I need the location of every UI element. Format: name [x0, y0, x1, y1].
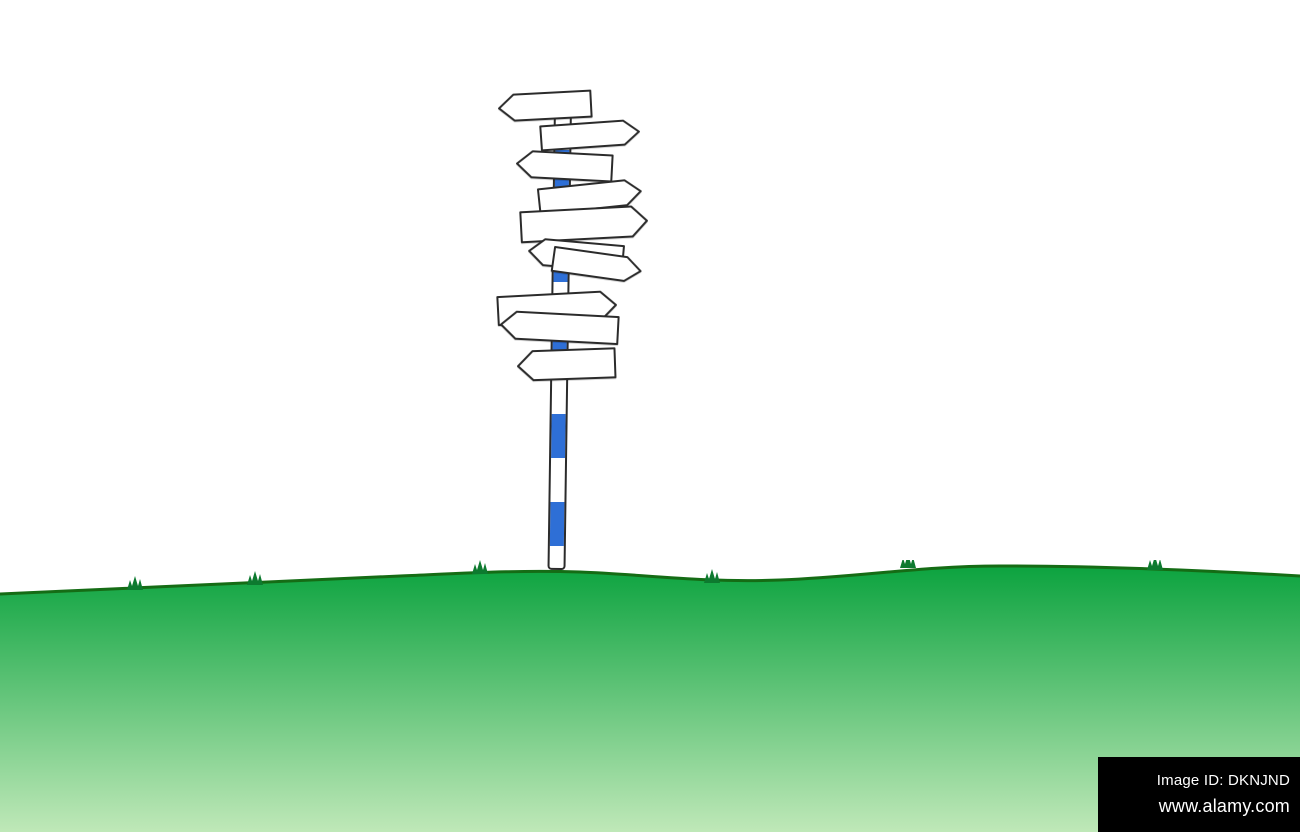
grass-tuft [472, 560, 488, 574]
grass-surface [0, 566, 1300, 832]
sign-arrow-shape [519, 205, 648, 244]
alamy-watermark: Image ID: DKNJND www.alamy.com [1098, 757, 1300, 832]
grass-hill [0, 560, 1300, 832]
grass-tuft [1147, 560, 1163, 570]
grass-horizon-line [0, 564, 1300, 596]
blank-direction-sign [519, 205, 648, 244]
grass-tuft [900, 560, 916, 568]
blank-direction-sign [527, 237, 625, 274]
blank-direction-sign [497, 89, 593, 123]
watermark-url: www.alamy.com [1158, 796, 1290, 816]
grass-tuft [704, 569, 720, 583]
watermark-image-id: Image ID: DKNJND [1156, 772, 1290, 789]
grass-tuft [247, 571, 263, 585]
signpost-pole [547, 103, 572, 571]
sign-arrow-shape [528, 238, 625, 274]
grass-tuft [127, 576, 143, 590]
sign-arrow-shape [498, 89, 593, 122]
